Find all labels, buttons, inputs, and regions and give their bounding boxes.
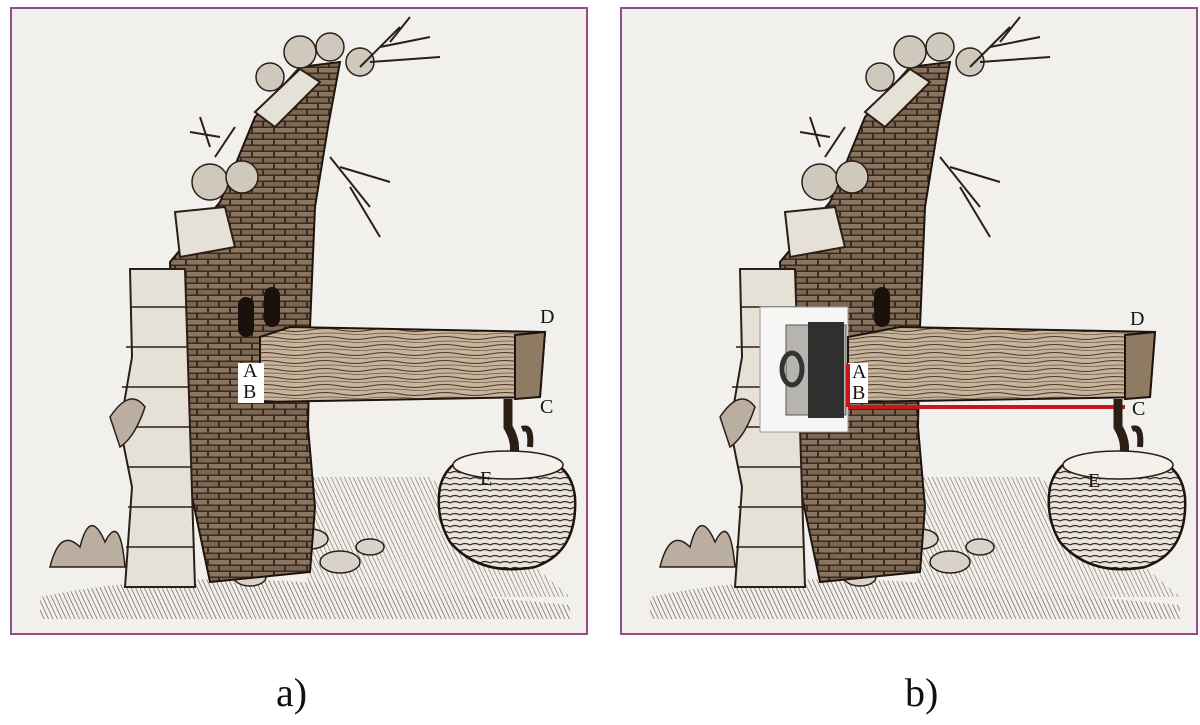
ground xyxy=(650,579,1180,619)
point-label-c: C xyxy=(1132,398,1146,420)
point-label-c: C xyxy=(540,396,554,418)
label-box xyxy=(848,363,868,403)
cantilever-woodcut-a xyxy=(10,7,588,635)
foliage xyxy=(191,32,375,201)
shrub xyxy=(49,398,146,568)
beam xyxy=(259,325,547,404)
bare-branches xyxy=(799,16,1051,238)
beam xyxy=(847,325,1157,404)
point-label-b: B xyxy=(243,381,257,403)
illustration-panel-b: A B C D E xyxy=(620,7,1198,635)
point-label-e: E xyxy=(480,468,493,490)
point-label-b: B xyxy=(852,382,866,404)
bare-branches xyxy=(189,16,441,238)
support-block xyxy=(808,322,844,418)
wall-window xyxy=(264,287,280,327)
point-label-d: D xyxy=(1130,308,1145,330)
point-label-a: A xyxy=(852,361,867,383)
label-box xyxy=(238,363,264,403)
point-label-d: D xyxy=(540,306,555,328)
point-label-a: A xyxy=(243,360,258,382)
beam-end xyxy=(1124,330,1157,401)
pin-ring xyxy=(779,350,805,388)
ground xyxy=(40,579,570,619)
illustration-panel-a: A B C D E xyxy=(10,7,588,635)
shrub xyxy=(659,398,756,568)
caption-b: b) xyxy=(905,670,939,715)
foliage xyxy=(801,32,985,201)
cantilever-woodcut-b xyxy=(620,7,1198,635)
caption-a: a) xyxy=(276,670,308,715)
beam-end xyxy=(514,330,547,401)
point-label-e: E xyxy=(1088,470,1101,492)
wall-window xyxy=(238,297,254,337)
wall-window xyxy=(874,287,890,327)
